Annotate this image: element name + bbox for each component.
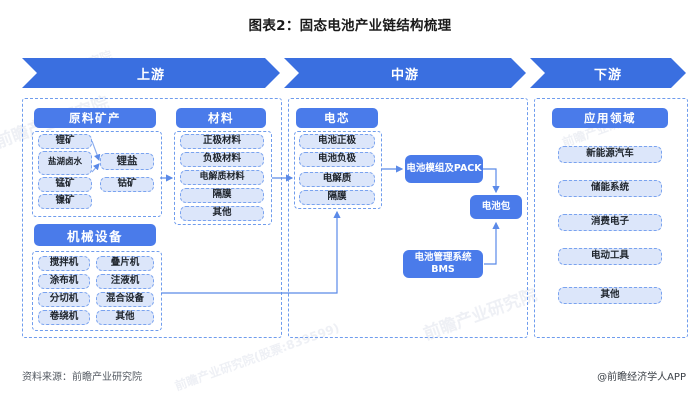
pill-winder[interactable]: 卷绕机 [38, 310, 90, 325]
pill-cobalt-ore[interactable]: 钴矿 [100, 177, 154, 192]
pill-electrolyte-material[interactable]: 电解质材料 [180, 170, 264, 185]
pill-salt-lake-brine[interactable]: 盐湖卤水 [38, 151, 92, 175]
stage-header-downstream: 下游 [530, 58, 686, 88]
panel-downstream [534, 98, 688, 338]
pill-slitter[interactable]: 分切机 [38, 292, 90, 307]
stage-header-upstream: 上游 [22, 58, 280, 88]
pill-battery-separator[interactable]: 隔膜 [299, 190, 375, 205]
pill-battery-cathode[interactable]: 电池正极 [299, 134, 375, 149]
group-header-applications: 应用领域 [552, 108, 668, 128]
pill-materials-other[interactable]: 其他 [180, 206, 264, 221]
pill-applications-other[interactable]: 其他 [558, 287, 662, 304]
pill-lithium-ore[interactable]: 锂矿 [38, 134, 92, 149]
page-title: 图表2：固态电池产业链结构梳理 [248, 18, 452, 34]
pill-nickel-ore[interactable]: 镍矿 [38, 194, 92, 209]
pill-cathode-material[interactable]: 正极材料 [180, 134, 264, 149]
source-note: 资料来源：前瞻产业研究院 [22, 372, 142, 383]
pill-lithium-salt[interactable]: 锂盐 [100, 153, 154, 170]
group-body-cell [294, 131, 382, 209]
pill-new-energy-vehicle[interactable]: 新能源汽车 [558, 146, 662, 163]
pill-mixer[interactable]: 搅拌机 [38, 256, 90, 271]
pill-manganese-ore[interactable]: 锰矿 [38, 177, 92, 192]
pill-energy-storage[interactable]: 储能系统 [558, 180, 662, 197]
pill-coater[interactable]: 涂布机 [38, 274, 90, 289]
pill-battery-anode[interactable]: 电池负极 [299, 152, 375, 167]
procbox-module-pack[interactable]: 电池模组及PACK [405, 155, 483, 183]
pill-consumer-electronics[interactable]: 消费电子 [558, 214, 662, 231]
group-header-machinery: 机械设备 [34, 224, 156, 246]
pill-battery-electrolyte[interactable]: 电解质 [299, 172, 375, 187]
pill-stacker[interactable]: 叠片机 [96, 256, 154, 271]
pill-electrolyte-filler[interactable]: 注液机 [96, 274, 154, 289]
procbox-battery-pack[interactable]: 电池包 [470, 195, 522, 219]
pill-anode-material[interactable]: 负极材料 [180, 152, 264, 167]
credit-note: @前瞻经济学人APP [597, 372, 686, 383]
group-header-cell: 电芯 [296, 108, 378, 128]
pill-separator-material[interactable]: 隔膜 [180, 188, 264, 203]
group-header-minerals: 原料矿产 [34, 108, 156, 128]
stage-header-midstream: 中游 [284, 58, 526, 88]
pill-power-tools[interactable]: 电动工具 [558, 248, 662, 265]
pill-mixing-equipment[interactable]: 混合设备 [96, 292, 154, 307]
pill-machinery-other[interactable]: 其他 [96, 310, 154, 325]
group-header-materials: 材料 [176, 108, 266, 128]
group-body-minerals [32, 131, 162, 217]
procbox-bms[interactable]: 电池管理系统BMS [403, 250, 483, 278]
